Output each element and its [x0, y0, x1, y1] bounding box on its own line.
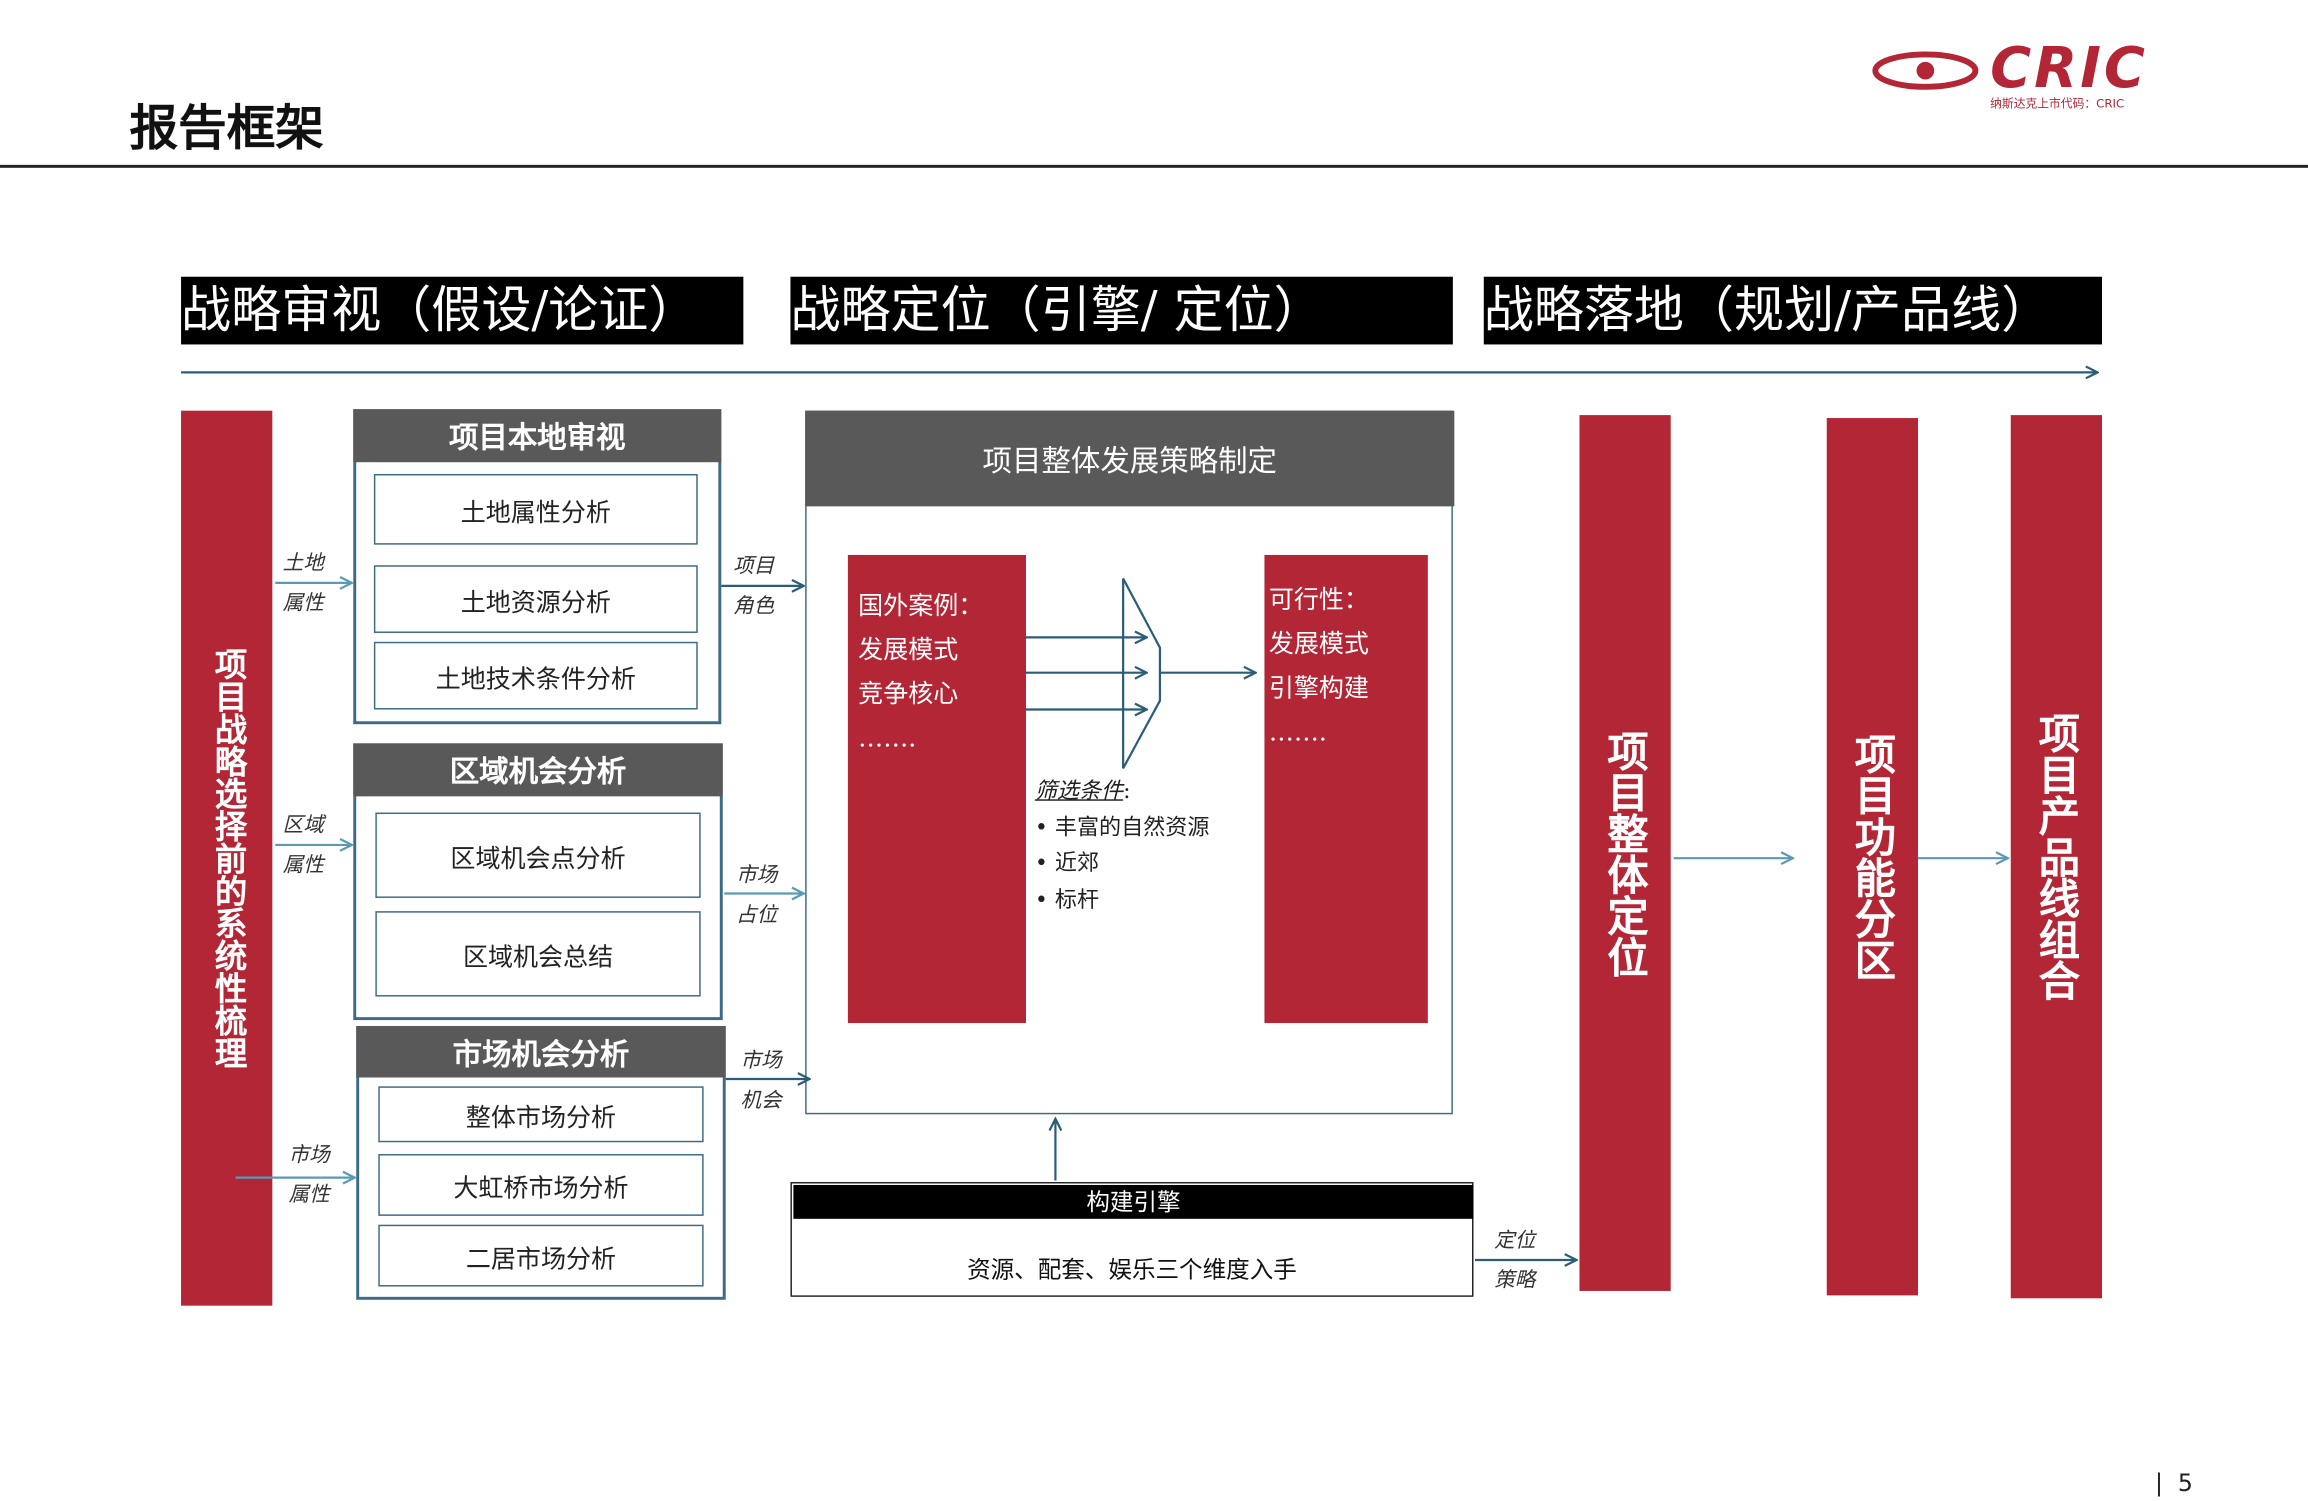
page-title: 报告框架 — [129, 98, 324, 157]
output-label: 市场机会 — [740, 1042, 781, 1121]
logo-text: CRIC — [1990, 35, 2148, 101]
group-title: 项目本地审视 — [353, 409, 722, 463]
bar-overall-positioning: 项目整体定位 — [1579, 415, 1671, 1291]
input-label: 市场属性 — [289, 1136, 330, 1215]
phase-review: 战略审视（假设/论证） — [181, 276, 744, 345]
engine-title: 构建引擎 — [793, 1184, 1474, 1219]
label-line: 土地 — [282, 552, 324, 576]
output-label: 项目角色 — [733, 548, 774, 627]
group-item: 区域机会总结 — [375, 911, 701, 997]
engine-body: 资源、配套、娱乐三个维度入手 — [967, 1255, 1297, 1284]
case-line: 竞争核心 — [858, 680, 959, 710]
group-title: 区域机会分析 — [353, 743, 723, 797]
group-item: 土地技术条件分析 — [373, 641, 698, 710]
case-line: ……. — [858, 724, 917, 754]
group-item: 大虹桥市场分析 — [378, 1154, 704, 1216]
filter-item: 标杆 — [1054, 885, 1100, 912]
positioning-label: 定位策略 — [1494, 1222, 1535, 1301]
left-bar: 项目战略选择前的系统性梳理 — [181, 410, 273, 1306]
label-line: 市场 — [740, 1049, 782, 1074]
group-title: 市场机会分析 — [356, 1025, 726, 1078]
phase-positioning: 战略定位（引擎/ 定位） — [790, 276, 1453, 345]
feasibility-line: 发展模式 — [1268, 630, 1369, 660]
label-line: 策略 — [1494, 1268, 1536, 1293]
logo-subtext: 纳斯达克上市代码：CRIC — [1990, 97, 2125, 111]
label-line: 占位 — [736, 903, 778, 928]
group-item: 土地资源分析 — [373, 565, 698, 633]
group-item: 土地属性分析 — [373, 473, 698, 545]
input-label: 区域属性 — [283, 807, 324, 886]
filter-conditions: 筛选条件: • 丰富的自然资源 • 近郊 • 标杆 — [1034, 777, 1210, 912]
filter-item: 近郊 — [1054, 849, 1100, 876]
output-label: 市场占位 — [736, 857, 777, 936]
feasibility-line: ……. — [1268, 718, 1327, 748]
label-line: 属性 — [288, 1183, 330, 1208]
label-line: 项目 — [733, 554, 775, 579]
page-number: | 5 — [2155, 1469, 2193, 1498]
case-box: 国外案例： 发展模式 竞争核心 ……. — [847, 554, 1026, 1024]
engine-box — [790, 1182, 1474, 1297]
label-line: 角色 — [733, 594, 775, 619]
case-line: 国外案例： — [858, 591, 984, 622]
input-label: 土地属性 — [283, 545, 324, 624]
feasibility-line: 引擎构建 — [1268, 674, 1369, 704]
label-line: 市场 — [736, 864, 778, 888]
phase-implementation: 战略落地（规划/产品线） — [1483, 276, 2103, 345]
group-item: 整体市场分析 — [378, 1086, 704, 1143]
label-line: 区域 — [282, 814, 324, 838]
header-divider — [0, 164, 2308, 168]
feasibility-box: 可行性： 发展模式 引擎构建 ……. — [1264, 554, 1428, 1024]
bar-functional-zoning: 项目功能分区 — [1826, 418, 1919, 1296]
page-number-value: 5 — [2177, 1469, 2193, 1498]
filter-funnel — [1122, 577, 1162, 769]
strategy-title: 项目整体发展策略制定 — [805, 410, 1455, 507]
eye-icon — [1872, 51, 1979, 90]
filter-item: 丰富的自然资源 — [1054, 813, 1210, 840]
bar-product-line: 项目产品线组合 — [2010, 415, 2103, 1299]
label-line: 定位 — [1494, 1229, 1536, 1253]
feasibility-line: 可行性： — [1268, 585, 1369, 616]
label-line: 属性 — [282, 853, 324, 878]
filter-title: 筛选条件 — [1034, 777, 1124, 804]
label-line: 市场 — [288, 1143, 330, 1168]
label-line: 机会 — [740, 1089, 782, 1113]
group-item: 二居市场分析 — [378, 1224, 704, 1287]
cric-logo: CRIC 纳斯达克上市代码：CRIC — [1872, 35, 2231, 118]
label-line: 属性 — [282, 591, 324, 616]
case-line: 发展模式 — [858, 635, 959, 666]
group-item: 区域机会点分析 — [375, 812, 701, 898]
